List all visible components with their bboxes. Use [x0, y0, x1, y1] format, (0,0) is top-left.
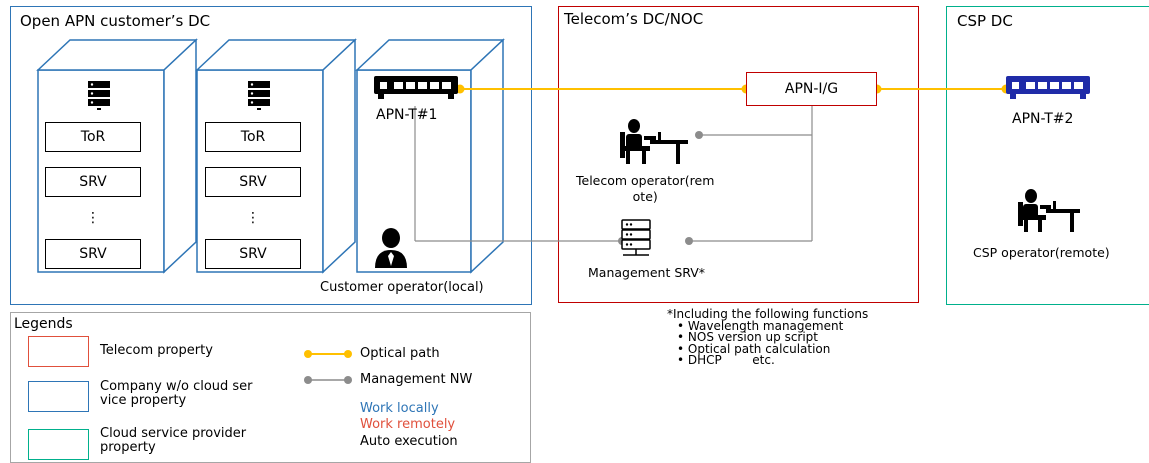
- management-srv-label: Management SRV*: [588, 265, 706, 280]
- legend-telecom-property: Telecom property: [100, 343, 213, 358]
- desk-operator-icon: [1018, 189, 1080, 232]
- rack1-tor: ToR: [45, 122, 141, 152]
- telecom-operator-label-line2: ote): [632, 189, 658, 204]
- notes-heading: *Including the following functions: [667, 307, 869, 321]
- notes-item: • Optical path calculation: [677, 341, 831, 356]
- rack2-srv-1: SRV: [205, 167, 301, 197]
- rack2-ellipsis: ⋮: [246, 210, 260, 226]
- legend-auto-execution: Auto execution: [360, 434, 458, 449]
- rack1-srv-1: SRV: [45, 167, 141, 197]
- telecom-operator-label: Telecom operator(rem ote): [576, 173, 714, 205]
- switch-icon: [1006, 76, 1090, 99]
- operator-person-icon: [375, 228, 407, 268]
- switch-icon: [374, 76, 458, 99]
- legend-swatch-company: [28, 381, 89, 412]
- rack2-tor: ToR: [205, 122, 301, 152]
- functions-notes: *Including the following functions • Wav…: [667, 307, 869, 367]
- rack2-srv-2: SRV: [205, 239, 301, 269]
- apn-t1-label: APN-T#1: [376, 107, 438, 123]
- legend-line-samples: [304, 350, 352, 384]
- legend-title: Legends: [14, 316, 73, 332]
- notes-item: • DHCP etc.: [677, 353, 775, 367]
- customer-dc-title: Open APN customer’s DC: [20, 12, 211, 30]
- telecom-dc-zone: [558, 6, 919, 303]
- notes-item: • NOS version up script: [677, 330, 819, 344]
- telecom-operator-label-line1: Telecom operator(rem: [576, 173, 715, 188]
- legend-swatch-csp: [28, 429, 89, 460]
- csp-dc-title: CSP DC: [957, 12, 1013, 30]
- legend-management-nw: Management NW: [360, 372, 473, 387]
- legend-optical-path: Optical path: [360, 346, 440, 361]
- server-stack-icon: [88, 81, 110, 110]
- management-server-icon: [621, 219, 651, 256]
- rack1-ellipsis: ⋮: [86, 210, 100, 226]
- rack1-srv-2: SRV: [45, 239, 141, 269]
- notes-item: • Wavelength management: [677, 318, 844, 333]
- legend-work-remotely: Work remotely: [360, 417, 456, 432]
- csp-operator-label: CSP operator(remote): [973, 245, 1110, 260]
- desk-operator-icon: [620, 119, 688, 164]
- apn-ig-node: APN-I/G: [746, 72, 877, 106]
- server-stack-icon: [248, 81, 270, 110]
- apn-t2-label: APN-T#2: [1012, 111, 1074, 127]
- customer-dc-zone: [10, 6, 532, 305]
- legend-work-locally: Work locally: [360, 401, 439, 416]
- legend-swatch-telecom: [28, 336, 89, 367]
- telecom-dc-title: Telecom’s DC/NOC: [564, 10, 704, 28]
- csp-dc-zone: [946, 6, 1149, 305]
- customer-operator-label: Customer operator(local): [320, 280, 484, 295]
